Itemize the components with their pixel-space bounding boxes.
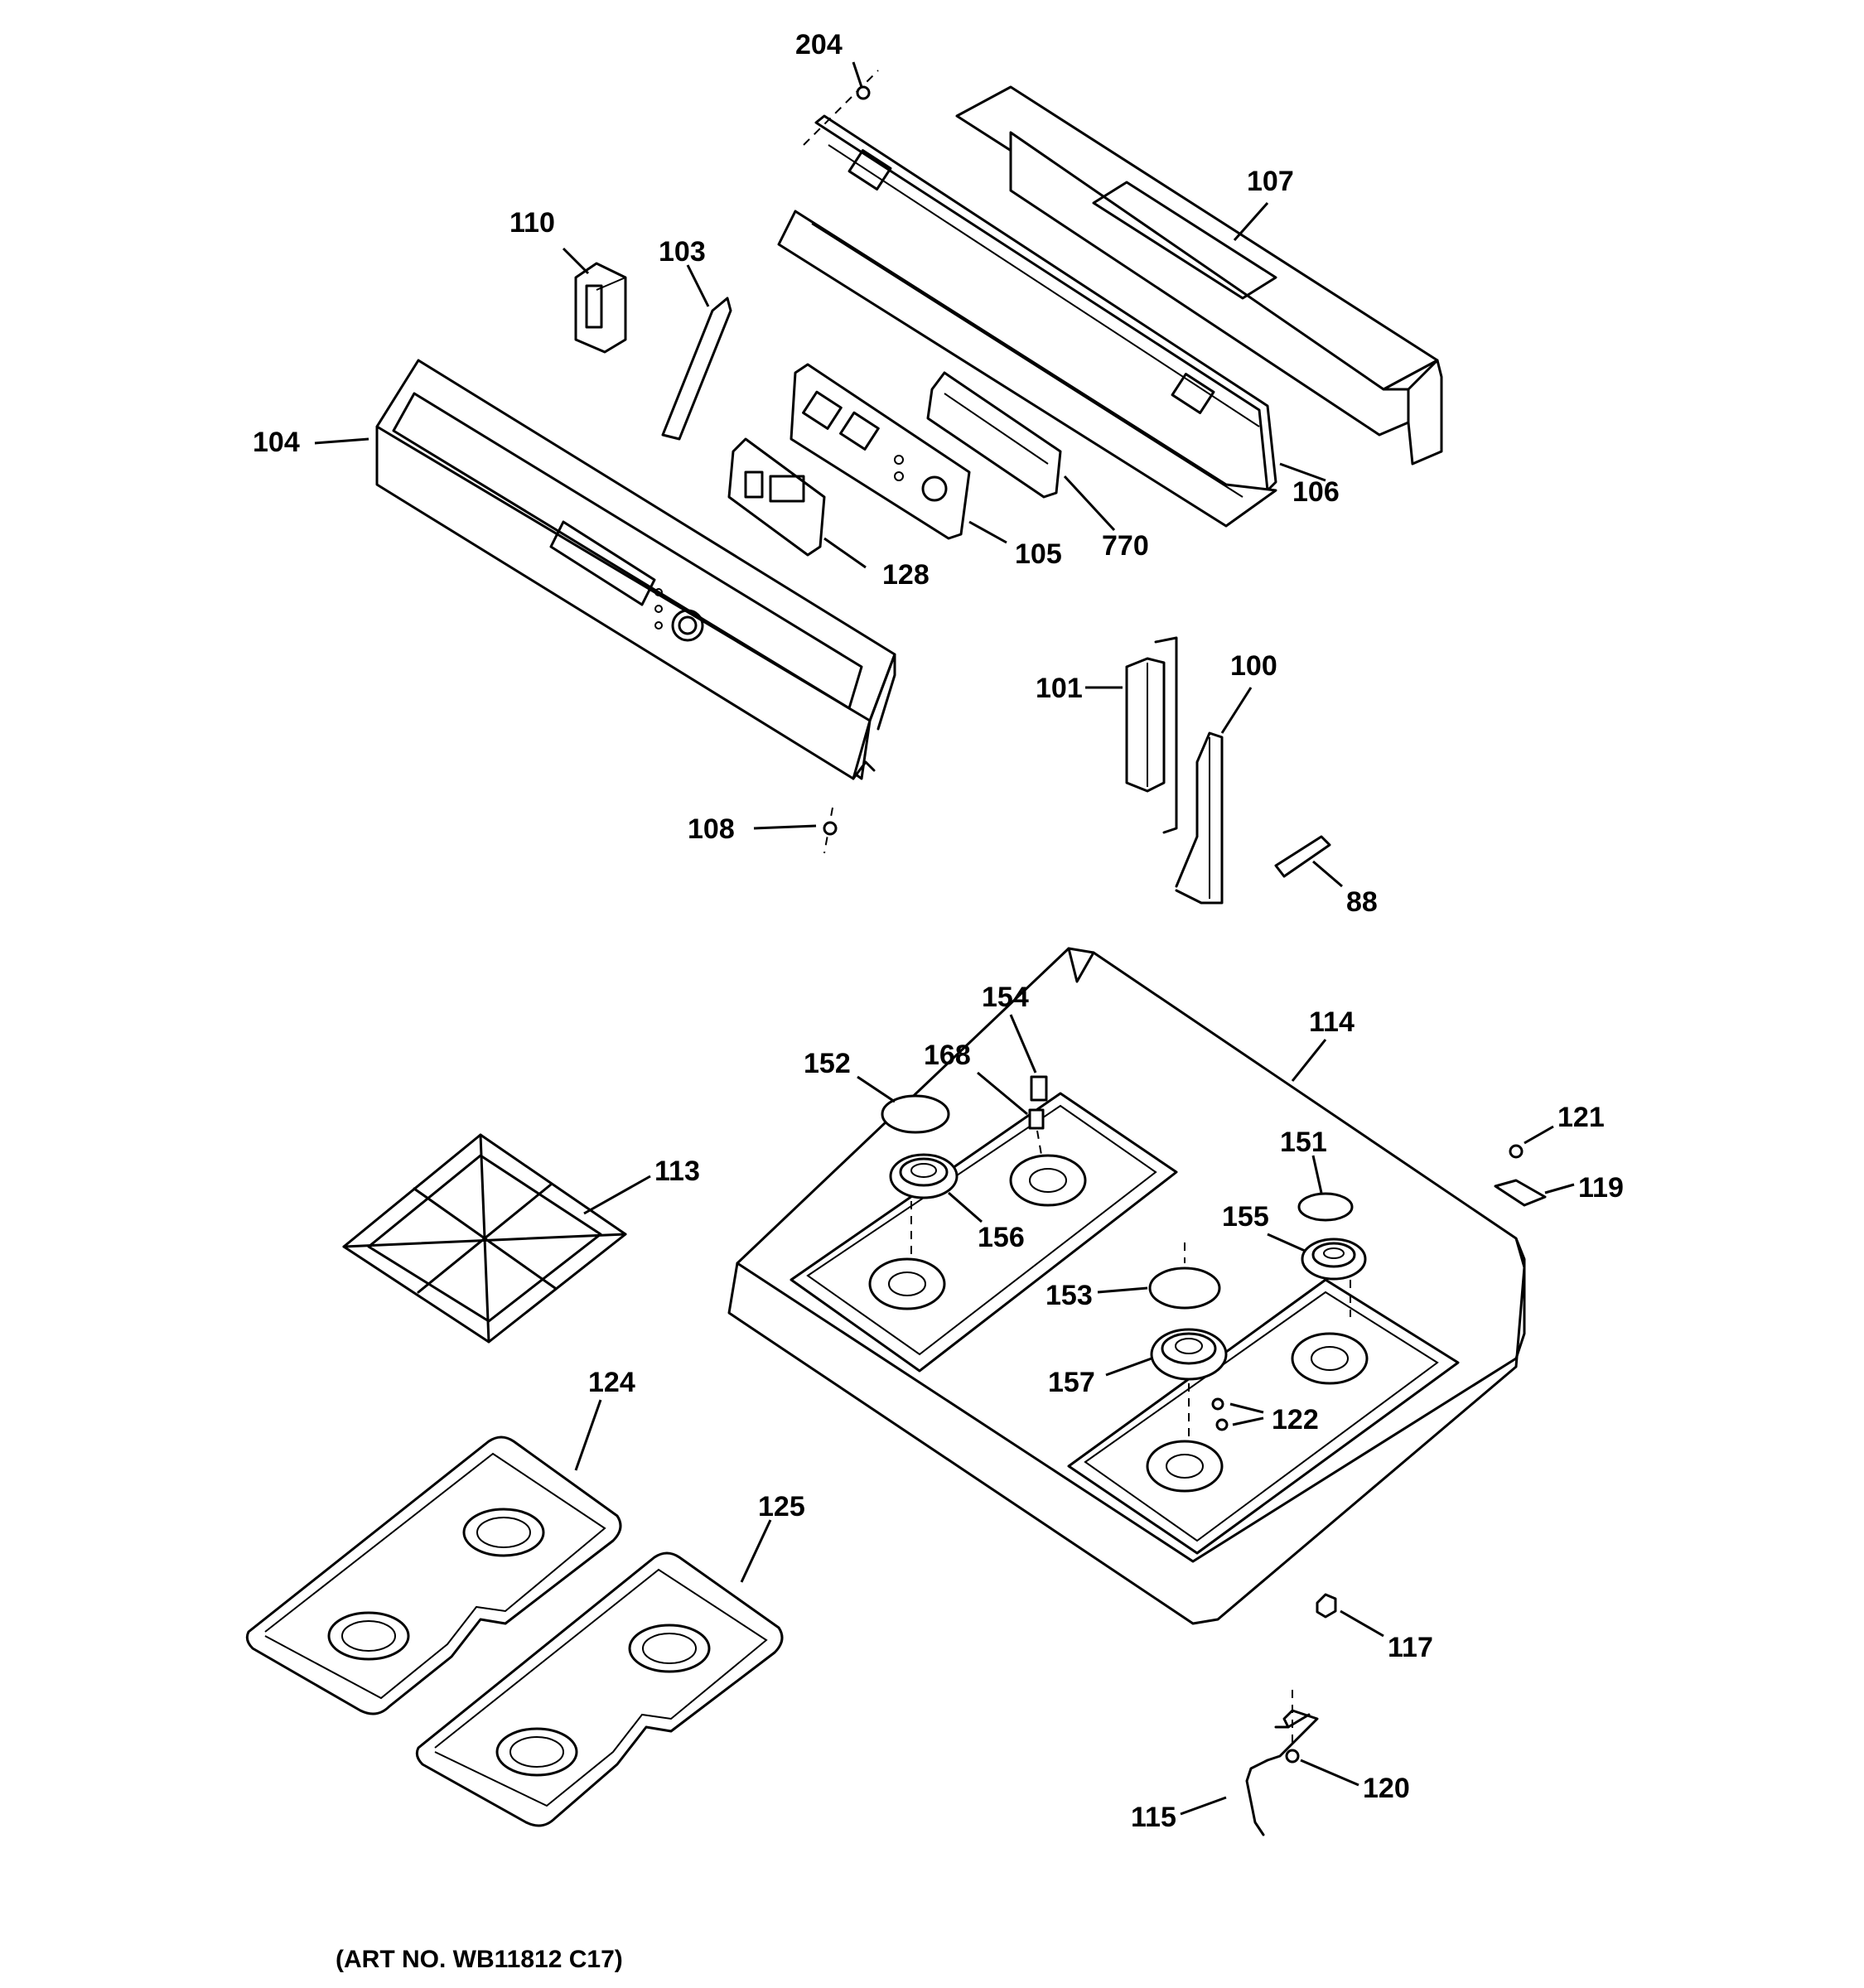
callout-110: 110 [509, 207, 555, 239]
part-204-screw [803, 70, 879, 146]
callout-107: 107 [1247, 166, 1294, 197]
callout-105: 105 [1015, 538, 1062, 570]
callout-108: 108 [688, 813, 735, 845]
callout-770: 770 [1102, 530, 1149, 562]
part-125-drip-pan [415, 1551, 784, 1827]
part-117-nut [1316, 1593, 1337, 1619]
part-151-burner-cap [1297, 1192, 1354, 1222]
part-113-grate [342, 1133, 627, 1344]
callout-103: 103 [659, 236, 706, 268]
part-157-burner-head [1150, 1328, 1228, 1441]
callout-125: 125 [758, 1491, 805, 1522]
callout-154: 154 [982, 982, 1029, 1013]
callout-168: 168 [924, 1040, 971, 1071]
part-168-electrode [1028, 1108, 1045, 1160]
part-124-drip-pan [245, 1436, 622, 1715]
callout-121: 121 [1557, 1102, 1605, 1133]
part-155-burner-head [1301, 1238, 1367, 1317]
callout-151: 151 [1280, 1127, 1327, 1158]
callout-labels: 204 107 110 103 104 106 770 105 128 101 … [253, 29, 1624, 1833]
part-119-bracket [1494, 1179, 1547, 1207]
callout-115: 115 [1131, 1802, 1176, 1833]
part-152-burner-cap [881, 1094, 950, 1134]
part-104-control-panel [375, 359, 896, 780]
callout-152: 152 [804, 1048, 851, 1079]
callout-106: 106 [1292, 476, 1340, 508]
callout-113: 113 [654, 1156, 700, 1187]
callout-101: 101 [1036, 673, 1083, 704]
callout-120: 120 [1363, 1773, 1410, 1804]
part-110-module [574, 262, 627, 354]
part-121-screw [1509, 1144, 1524, 1159]
callout-155: 155 [1222, 1201, 1269, 1233]
part-128-overlay [727, 437, 826, 557]
callout-124: 124 [588, 1367, 635, 1398]
part-115-rod [1245, 1709, 1319, 1836]
callout-117: 117 [1388, 1632, 1433, 1663]
part-154-orifice [1030, 1075, 1048, 1102]
callout-156: 156 [978, 1222, 1025, 1253]
callout-204: 204 [795, 29, 843, 60]
part-108-screw [823, 807, 838, 854]
callout-122: 122 [1272, 1404, 1319, 1436]
callout-104: 104 [253, 427, 300, 458]
part-105-control-board [790, 363, 971, 540]
art-number: (ART NO. WB11812 C17) [336, 1946, 623, 1973]
part-156-burner-head [889, 1153, 959, 1259]
callout-88: 88 [1346, 886, 1378, 918]
part-122-screws [1211, 1397, 1229, 1431]
part-100-bracket [1175, 731, 1224, 905]
part-107-rear-cover [955, 85, 1443, 466]
callout-114: 114 [1309, 1006, 1355, 1038]
part-770-cover [926, 371, 1062, 499]
callout-128: 128 [882, 559, 930, 591]
callout-100: 100 [1230, 650, 1277, 682]
part-120-nut [1285, 1690, 1300, 1764]
part-153-burner-cap [1148, 1242, 1221, 1310]
part-103-bracket [661, 297, 732, 441]
part-106-backguard [777, 114, 1277, 528]
callout-119: 119 [1578, 1172, 1624, 1204]
part-88-plate [1274, 835, 1331, 878]
part-101-bracket [1125, 636, 1178, 834]
callout-153: 153 [1045, 1280, 1093, 1311]
callout-157: 157 [1048, 1367, 1095, 1398]
leader-lines [314, 61, 1575, 1816]
